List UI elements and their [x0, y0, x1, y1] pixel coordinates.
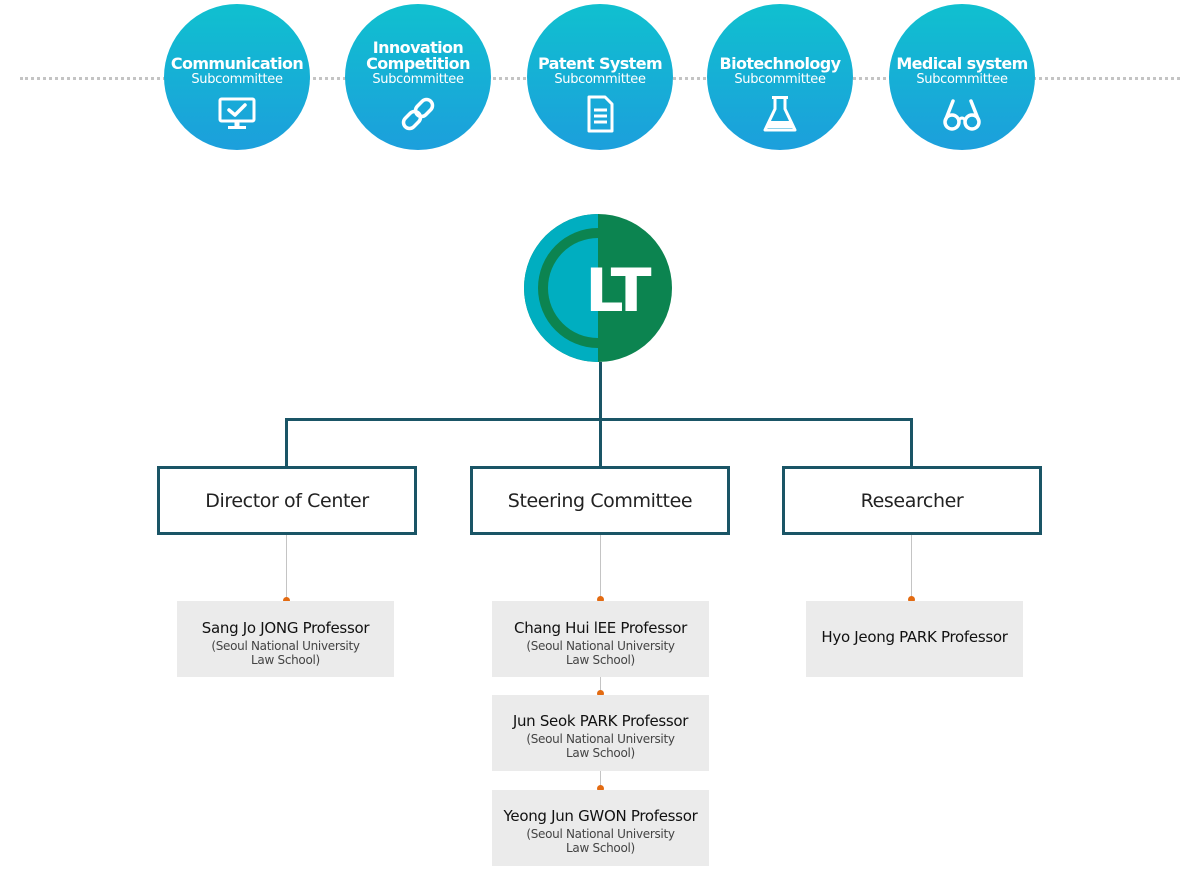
role-label: Steering Committee [507, 489, 693, 512]
steering-chain-line [600, 771, 601, 790]
connector-dot [597, 690, 604, 697]
steering-member-line [600, 535, 601, 600]
link-icon [401, 97, 435, 131]
subcommittee-communication[interactable]: Communication Subcommittee [164, 4, 310, 150]
logo-connector-line [599, 362, 602, 420]
member-card-sang-jo-jong[interactable]: Sang Jo JONG Professor (Seoul National U… [177, 601, 394, 677]
connector-dot [283, 597, 290, 604]
connector-dot [597, 596, 604, 603]
member-card-yeong-jun-gwon[interactable]: Yeong Jun GWON Professor (Seoul National… [492, 790, 709, 866]
subcommittee-subtitle: Subcommittee [372, 72, 464, 87]
subcommittee-biotechnology[interactable]: Biotechnology Subcommittee [707, 4, 853, 150]
director-member-line [286, 535, 287, 600]
subcommittee-patent-system[interactable]: Patent System Subcommittee [527, 4, 673, 150]
subcommittee-subtitle: Subcommittee [191, 72, 283, 87]
flask-icon [763, 96, 797, 132]
steering-connector-line [599, 418, 602, 468]
member-affiliation: (Seoul National University Law School) [211, 639, 360, 667]
subcommittee-innovation-competition[interactable]: Innovation Competition Subcommittee [345, 4, 491, 150]
logo-text: LT [585, 256, 651, 326]
researcher-member-line [911, 535, 912, 600]
role-steering-committee[interactable]: Steering Committee [470, 466, 730, 535]
subcommittee-title: Patent System [537, 54, 663, 73]
role-label: Director of Center [205, 489, 369, 512]
glasses-icon [943, 99, 981, 131]
monitor-check-icon [218, 97, 256, 129]
researcher-connector-line [910, 418, 913, 468]
connector-dot [597, 785, 604, 792]
document-icon [587, 95, 614, 133]
subcommittee-subtitle: Subcommittee [554, 72, 646, 87]
member-affiliation: (Seoul National University Law School) [526, 639, 675, 667]
subcommittee-title: Biotechnology [719, 54, 842, 73]
member-name: Jun Seok PARK Professor [512, 712, 689, 730]
subcommittee-subtitle: Subcommittee [734, 72, 826, 87]
role-director-of-center[interactable]: Director of Center [157, 466, 417, 535]
subcommittee-medical-system[interactable]: Medical system Subcommittee [889, 4, 1035, 150]
subcommittee-title: Medical system [896, 54, 1028, 73]
member-affiliation: (Seoul National University Law School) [526, 827, 675, 855]
member-affiliation: (Seoul National University Law School) [526, 732, 675, 760]
member-name: Hyo Jeong PARK Professor [821, 628, 1008, 646]
subcommittee-title: Communication [170, 54, 304, 73]
steering-chain-line [600, 677, 601, 694]
member-name: Yeong Jun GWON Professor [503, 807, 698, 825]
subcommittee-subtitle: Subcommittee [916, 72, 1008, 87]
member-name: Sang Jo JONG Professor [201, 619, 370, 637]
center-logo: LT [524, 214, 672, 362]
member-card-chang-hui-lee[interactable]: Chang Hui lEE Professor (Seoul National … [492, 601, 709, 677]
role-label: Researcher [860, 489, 964, 512]
subcommittee-title-line2: Competition [366, 54, 470, 73]
connector-dot [908, 596, 915, 603]
role-researcher[interactable]: Researcher [782, 466, 1042, 535]
director-connector-line [285, 418, 288, 468]
subcommittee-title-line1: Innovation [372, 38, 464, 57]
member-name: Chang Hui lEE Professor [514, 619, 687, 637]
member-card-hyo-jeong-park[interactable]: Hyo Jeong PARK Professor [806, 601, 1023, 677]
member-card-jun-seok-park[interactable]: Jun Seok PARK Professor (Seoul National … [492, 695, 709, 771]
